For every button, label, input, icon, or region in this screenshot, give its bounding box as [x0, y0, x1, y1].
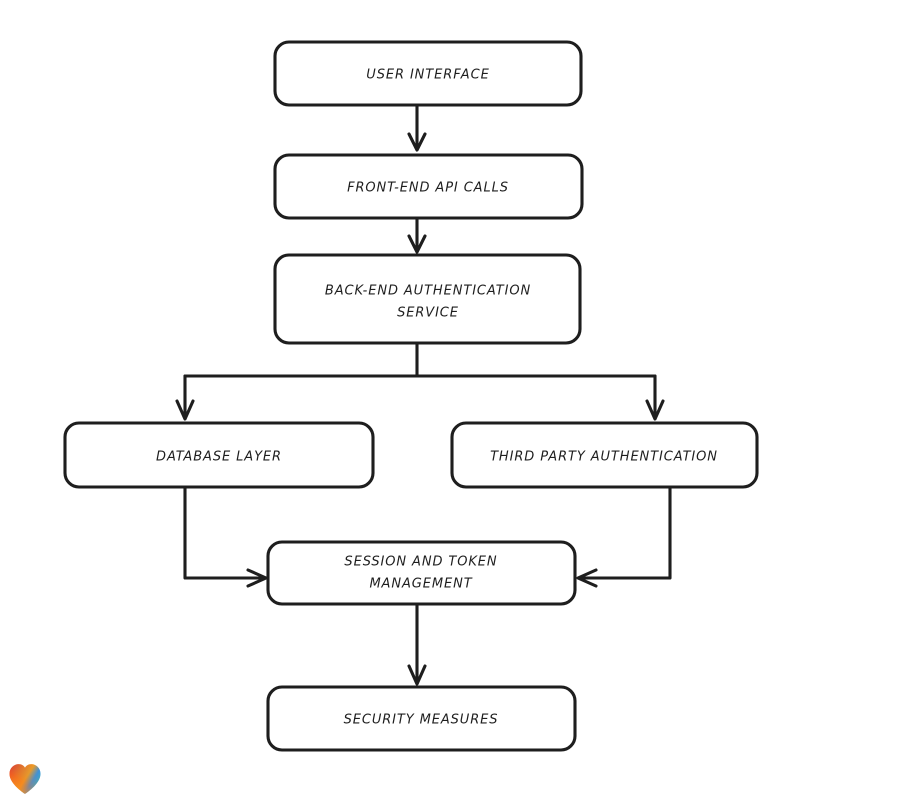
edge-backend-to-thirdparty	[645, 374, 665, 421]
node-label-back-end-auth-service-line1: BACK-END AUTHENTICATION	[325, 284, 531, 299]
edge-database-to-session	[183, 486, 268, 588]
edge-session-to-security	[407, 603, 427, 686]
node-label-back-end-auth-service-line2: SERVICE	[397, 306, 459, 321]
node-label-front-end-api-calls: FRONT-END API CALLS	[347, 181, 509, 196]
node-session-token-mgmt[interactable]: SESSION AND TOKEN MANAGEMENT	[266, 540, 577, 606]
node-label-third-party-auth: THIRD PARTY AUTHENTICATION	[490, 450, 718, 465]
node-label-session-token-mgmt-line1: SESSION AND TOKEN	[344, 555, 497, 570]
edge-backend-split-bus	[183, 342, 657, 378]
heart-icon	[9, 764, 41, 794]
node-security-measures[interactable]: SECURITY MEASURES	[266, 685, 577, 752]
node-third-party-auth[interactable]: THIRD PARTY AUTHENTICATION	[450, 421, 759, 489]
edge-frontend-to-backend	[407, 217, 427, 254]
node-box-back-end-auth-service[interactable]	[273, 253, 582, 345]
node-box-security-measures[interactable]	[266, 685, 577, 752]
node-box-database-layer[interactable]	[63, 421, 375, 489]
node-user-interface[interactable]: USER INTERFACE	[273, 40, 583, 107]
node-box-third-party-auth[interactable]	[450, 421, 759, 489]
node-label-user-interface: USER INTERFACE	[366, 68, 489, 83]
node-label-session-token-mgmt-line2: MANAGEMENT	[369, 577, 472, 592]
edge-ui-to-frontend	[407, 104, 427, 152]
node-back-end-auth-service[interactable]: BACK-END AUTHENTICATION SERVICE	[273, 253, 582, 345]
edge-backend-to-database	[175, 374, 195, 421]
node-label-security-measures: SECURITY MEASURES	[344, 713, 499, 728]
node-front-end-api-calls[interactable]: FRONT-END API CALLS	[273, 153, 584, 220]
node-box-user-interface[interactable]	[273, 40, 583, 107]
node-label-database-layer: DATABASE LAYER	[156, 450, 282, 465]
node-box-session-token-mgmt[interactable]	[266, 540, 577, 606]
edge-thirdparty-to-session	[576, 486, 672, 588]
node-box-front-end-api-calls[interactable]	[273, 153, 584, 220]
node-database-layer[interactable]: DATABASE LAYER	[63, 421, 375, 489]
